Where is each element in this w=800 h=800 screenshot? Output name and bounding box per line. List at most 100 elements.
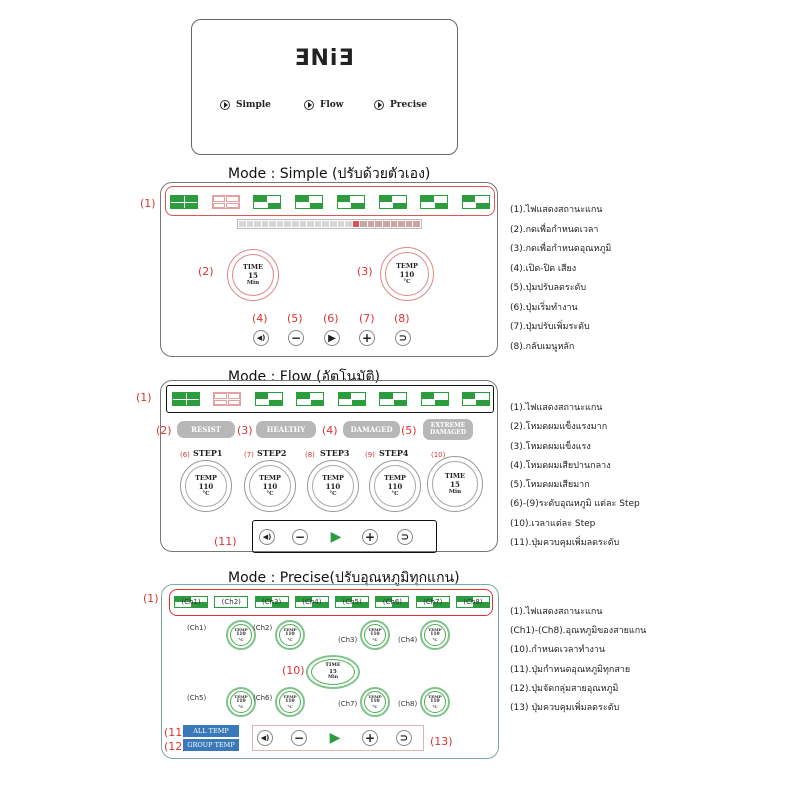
mode-resist-button[interactable]: RESIST [177, 421, 235, 438]
work-time-knob[interactable]: TIME 15 Min [306, 655, 360, 689]
back-to-menu-button[interactable]: ⊃ [397, 529, 413, 545]
legend-item: (12).ปุ่มจัดกลุ่มสายอุณหภูมิ [510, 683, 619, 694]
temp-unit: °C [432, 636, 438, 642]
level-segment [261, 221, 269, 227]
indicator-fill [175, 597, 191, 602]
legend-item: (5).ปุ่มปรับลดระดับ [510, 283, 587, 293]
simple-indicator-highlight [165, 186, 495, 216]
channel-label: (Ch6) [382, 598, 403, 606]
simple-mode-panel [160, 182, 498, 357]
marker-8: (8) [394, 312, 410, 325]
time-value: 15 [329, 669, 337, 676]
temp-unit: °C [329, 490, 337, 497]
step1-temp-knob[interactable]: TEMP 110 °C [180, 460, 232, 512]
mode-extreme-damaged-button[interactable]: EXTREME DAMAGED [423, 419, 473, 440]
time-unit: Min [328, 675, 338, 681]
channel-1-indicator [170, 195, 198, 209]
channel-indicator-row [170, 195, 490, 211]
start-button[interactable]: ▶ [327, 730, 343, 746]
group-temp-button[interactable]: GROUP TEMP [183, 739, 239, 751]
marker-13: (13) [430, 735, 453, 748]
decrease-button[interactable]: − [288, 330, 304, 346]
channel-2-indicator [211, 195, 240, 209]
level-segment [398, 221, 405, 227]
increase-button[interactable]: + [362, 730, 378, 746]
level-segment [246, 221, 254, 227]
decrease-button[interactable]: − [292, 529, 308, 545]
start-button[interactable]: ▶ [328, 529, 344, 545]
level-segment [360, 221, 367, 227]
indicator-fill [336, 597, 353, 602]
channel-5-indicator [337, 392, 366, 406]
increase-button[interactable]: + [362, 529, 378, 545]
play-icon: ▶ [330, 529, 342, 545]
time-knob[interactable]: TIME 15 Min [227, 249, 279, 301]
precise-indicator-highlight [169, 589, 493, 616]
marker-5: (5) [287, 312, 303, 325]
step3-temp-knob[interactable]: TEMP 110 °C [307, 460, 359, 512]
indicator-fill [432, 602, 449, 607]
channel-label: (Ch5) [342, 598, 362, 606]
step4-temp-knob[interactable]: TEMP 110 °C [369, 460, 421, 512]
menu-item-precise[interactable]: Precise [374, 100, 427, 110]
menu-item-simple[interactable]: Simple [220, 100, 271, 110]
level-segment [239, 221, 246, 227]
menu-item-flow[interactable]: Flow [304, 100, 344, 110]
increase-button[interactable]: + [359, 330, 375, 346]
indicator-fill [295, 597, 312, 602]
play-icon [374, 100, 384, 110]
back-to-menu-button[interactable]: ⊃ [395, 330, 411, 346]
channel-5-indicator: (Ch5) [335, 596, 370, 608]
menu-item-label: Simple [236, 100, 271, 110]
all-temp-button[interactable]: ALL TEMP [183, 725, 239, 737]
flow-mode-panel [160, 380, 498, 552]
marker-1: (1) [143, 592, 159, 605]
marker-2: (2) [156, 424, 172, 437]
temp-unit: °C [372, 703, 378, 709]
temp-label: TEMP [259, 474, 281, 483]
step2-temp-knob[interactable]: TEMP 110 °C [244, 460, 296, 512]
plus-icon: + [364, 731, 376, 745]
mode-healthy-button[interactable]: HEALTHY [256, 421, 316, 438]
sound-toggle-button[interactable]: ◀) [259, 529, 275, 545]
temp-label: TEMP [384, 474, 406, 483]
legend-item: (2).โหมดผมแข็งแรงมาก [510, 422, 608, 433]
channel-1-indicator: (Ch1) [174, 596, 208, 608]
temp-label: TEMP [368, 626, 382, 632]
speaker-icon: ◀) [256, 334, 266, 342]
temp-label: TEMP [428, 626, 442, 632]
temp-label: TEMP [234, 693, 248, 699]
legend-item: (1).ไฟแสดงสถานะแกน [510, 607, 603, 617]
temp-knob[interactable]: TEMP 110 °C [380, 247, 434, 301]
back-to-menu-button[interactable]: ⊃ [396, 730, 412, 746]
step3-label: STEP3 [320, 448, 350, 458]
level-segment [337, 221, 345, 227]
menu-item-label: Precise [390, 100, 427, 110]
level-segment [254, 221, 261, 227]
temp-label: TEMP [283, 626, 297, 632]
start-button[interactable]: ▶ [324, 330, 340, 346]
step-time-knob[interactable]: TIME 15 Min [427, 456, 483, 512]
sound-toggle-button[interactable]: ◀) [257, 730, 273, 746]
legend-item: (4).โหมดผมเสียปานกลาง [510, 460, 611, 471]
channel-label: (Ch2) [221, 598, 241, 606]
decrease-button[interactable]: − [291, 730, 307, 746]
legend-item: (11).ปุ่มกำหนดอุณหภูมิทุกสาย [510, 664, 631, 675]
channel-7-indicator: (Ch7) [415, 596, 450, 608]
mode-damaged-button[interactable]: DAMAGED [343, 421, 400, 438]
temp-label: TEMP [195, 474, 217, 483]
temp-unit: °C [432, 703, 438, 709]
temp-value: 110 [430, 699, 440, 705]
temp-unit: °C [238, 636, 244, 642]
level-segment [269, 221, 276, 227]
sound-toggle-button[interactable]: ◀) [253, 330, 269, 346]
